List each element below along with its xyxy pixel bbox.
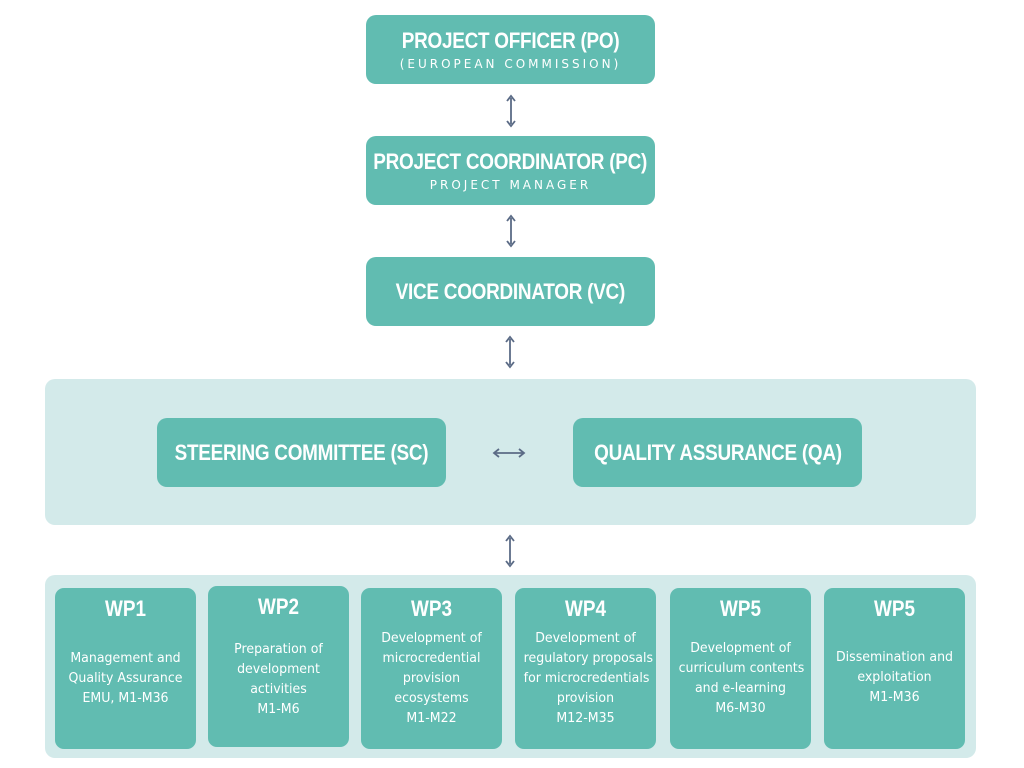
work-package-line: provision — [402, 670, 461, 686]
work-package-description: Development of microcredential provision… — [370, 628, 494, 728]
work-package-title: WP4 — [564, 596, 607, 621]
work-package-line: M1-M22 — [406, 710, 457, 726]
work-package-wp3: WP3 Development of microcredential provi… — [361, 588, 502, 749]
work-package-line: microcredential — [382, 650, 481, 666]
vertical-double-arrow-icon — [506, 214, 516, 248]
project-coordinator-subtitle: PROJECT MANAGER — [429, 178, 592, 192]
work-package-line: M1-M6 — [257, 701, 300, 717]
work-package-line: curriculum contents — [678, 660, 805, 676]
work-package-title: WP2 — [257, 594, 300, 619]
work-package-wp1: WP1 Management and Quality Assurance EMU… — [55, 588, 196, 749]
work-package-wp2: WP2 Preparation of development activitie… — [208, 586, 349, 747]
work-package-description: Management and Quality Assurance EMU, M1… — [64, 648, 188, 708]
vertical-double-arrow-icon — [505, 335, 515, 369]
horizontal-double-arrow-icon — [492, 448, 526, 458]
work-package-description: Preparation of development activities M1… — [217, 639, 341, 719]
work-packages-panel — [45, 575, 976, 758]
work-package-line: exploitation — [857, 669, 932, 685]
project-officer-subtitle: (EUROPEAN COMMISSION) — [399, 57, 622, 71]
work-package-line: activities — [250, 681, 307, 697]
work-package-wp5-curriculum: WP5 Development of curriculum contents a… — [670, 588, 811, 749]
vice-coordinator-title: VICE COORDINATOR (VC) — [395, 278, 626, 304]
work-package-wp4: WP4 Development of regulatory proposals … — [515, 588, 656, 749]
work-package-description: Development of regulatory proposals for … — [523, 628, 654, 728]
work-package-line: provision — [556, 690, 615, 706]
vertical-double-arrow-icon — [505, 534, 515, 568]
vice-coordinator-box: VICE COORDINATOR (VC) — [366, 257, 655, 326]
work-package-title: WP1 — [104, 596, 147, 621]
work-package-line: Preparation of — [234, 641, 323, 657]
quality-assurance-title: QUALITY ASSURANCE (QA) — [593, 439, 842, 465]
work-package-line: M6-M30 — [715, 700, 766, 716]
work-package-line: M12-M35 — [556, 710, 615, 726]
work-package-line: EMU, M1-M36 — [82, 690, 169, 706]
vertical-double-arrow-icon — [506, 94, 516, 128]
work-package-title: WP5 — [873, 596, 916, 621]
work-package-description: Development of curriculum contents and e… — [678, 638, 805, 718]
work-package-line: development — [237, 661, 320, 677]
work-package-wp5-dissemination: WP5 Dissemination and exploitation M1-M3… — [824, 588, 965, 749]
work-package-line: and e-learning — [694, 680, 787, 696]
work-package-line: Quality Assurance — [68, 670, 183, 686]
work-package-description: Dissemination and exploitation M1-M36 — [833, 647, 957, 707]
work-package-line: ecosystems — [394, 690, 469, 706]
project-officer-box: PROJECT OFFICER (PO) (EUROPEAN COMMISSIO… — [366, 15, 655, 84]
work-package-title: WP5 — [719, 596, 762, 621]
steering-committee-title: STEERING COMMITTEE (SC) — [174, 439, 429, 465]
project-coordinator-title: PROJECT COORDINATOR (PC) — [373, 149, 648, 174]
quality-assurance-box: QUALITY ASSURANCE (QA) — [573, 418, 862, 487]
work-package-line: Development of — [690, 640, 791, 656]
steering-committee-box: STEERING COMMITTEE (SC) — [157, 418, 446, 487]
work-package-line: Management and — [70, 650, 181, 666]
work-package-line: for microcredentials — [523, 670, 650, 686]
work-package-line: M1-M36 — [869, 689, 920, 705]
work-package-line: regulatory proposals — [523, 650, 654, 666]
work-package-line: Development of — [381, 630, 482, 646]
project-officer-title: PROJECT OFFICER (PO) — [401, 28, 620, 53]
work-package-title: WP3 — [410, 596, 453, 621]
project-coordinator-box: PROJECT COORDINATOR (PC) PROJECT MANAGER — [366, 136, 655, 205]
work-package-line: Development of — [535, 630, 636, 646]
work-package-line: Dissemination and — [835, 649, 954, 665]
